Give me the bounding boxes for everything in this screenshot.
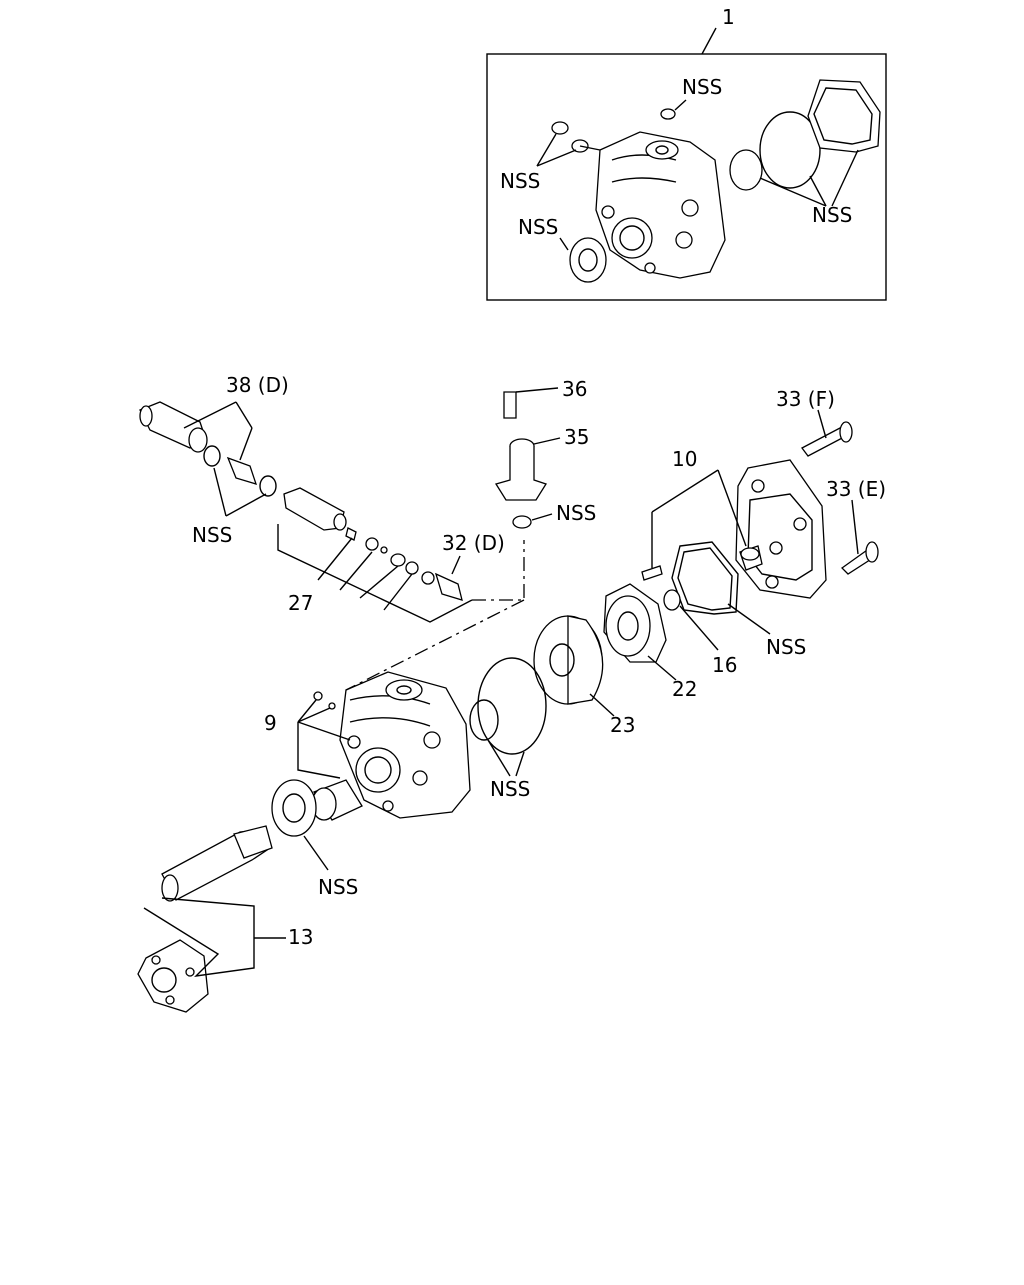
callout-10: 10 [672,447,697,471]
callout-32: 32 (D) [442,531,505,555]
callout-33e: 33 (E) [826,477,886,501]
kit-inset-frame [486,53,887,301]
nss-rings: NSS [490,777,530,801]
nss-cover: NSS [766,635,806,659]
callout-1: 1 [722,5,735,29]
top-fitting-group: 36 35 NSS [494,377,596,529]
callout-13: 13 [288,925,313,949]
kit-inset: 1 NSS NSS NSS [486,5,887,301]
callout-33f: 33 (F) [776,387,835,411]
kit-nss-seal: NSS [518,215,558,239]
assembly-line [472,540,525,601]
callout-27: 27 [288,591,313,615]
rear-cover-group: 33 (F) 33 (E) 10 NSS [641,387,886,659]
control-valve-group: 38 (D) NSS 27 32 (D) [139,373,505,623]
main-housing: 9 [264,671,471,821]
callout-35: 35 [564,425,589,449]
callout-9: 9 [264,711,277,735]
callout-23: 23 [610,713,635,737]
nss-seal: NSS [318,875,358,899]
callout-16: 16 [712,653,737,677]
nss-35: NSS [556,501,596,525]
callout-36: 36 [562,377,587,401]
rotor-group: 16 22 23 NSS [469,583,737,801]
shaft-group: NSS 13 [137,779,358,1013]
nss-38: NSS [192,523,232,547]
kit-pump-body [595,131,726,279]
kit-nss-left: NSS [500,169,540,193]
kit-nss-top: NSS [682,75,722,99]
callout-38: 38 (D) [226,373,289,397]
assembly-line-2 [345,599,525,691]
kit-nss-right: NSS [812,203,852,227]
callout-22: 22 [672,677,697,701]
